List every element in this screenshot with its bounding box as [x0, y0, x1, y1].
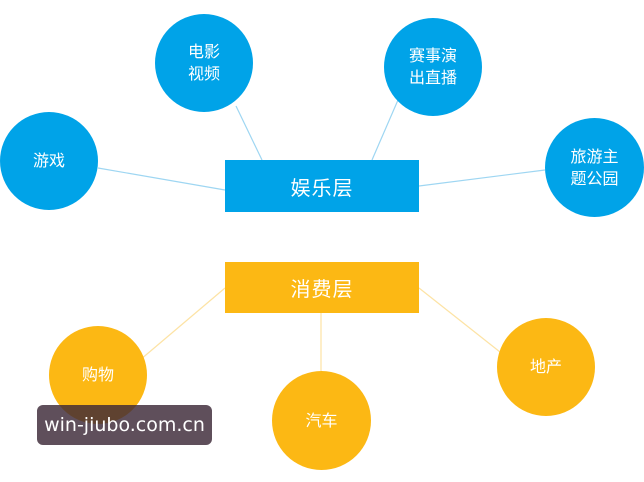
watermark: win-jiubo.com.cn [37, 405, 212, 445]
connector-estate [418, 287, 501, 353]
node-car: 汽车 [272, 371, 371, 470]
connector-movie [235, 105, 263, 161]
node-real-estate-label: 地产 [529, 357, 562, 376]
node-event-live: 赛事演出直播 [384, 18, 482, 116]
node-game-label: 游戏 [32, 151, 65, 170]
node-car-label: 汽车 [305, 410, 338, 430]
node-shopping-label: 购物 [81, 365, 114, 384]
node-tourism-park-label: 旅游主题公园 [570, 146, 619, 188]
consumption-layer-box: 消费层 [225, 262, 419, 313]
node-game: 游戏 [0, 112, 98, 210]
node-event-live-label: 赛事演出直播 [408, 46, 457, 87]
connector-park [418, 169, 546, 187]
watermark-text: win-jiubo.com.cn [44, 414, 205, 436]
node-movie-video: 电影视频 [155, 14, 253, 112]
node-real-estate: 地产 [497, 318, 595, 416]
connector-shop [139, 287, 226, 361]
entertainment-layer-box: 娱乐层 [225, 160, 419, 212]
entertainment-layer-label: 娱乐层 [290, 175, 354, 200]
connector-event [371, 99, 399, 161]
consumption-layer-label: 消费层 [290, 277, 354, 301]
node-tourism-park: 旅游主题公园 [545, 118, 644, 217]
node-movie-video-label: 电影视频 [187, 42, 220, 83]
connector-game [97, 167, 226, 191]
